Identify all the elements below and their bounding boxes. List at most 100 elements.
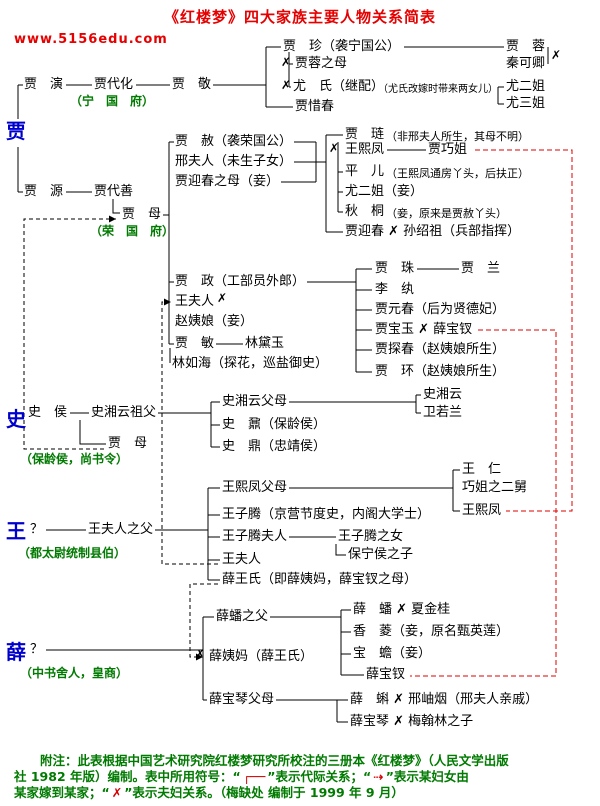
person-wang-xifeng-jia: 王熙凤 — [345, 142, 385, 157]
arrowhead-icon — [164, 298, 171, 306]
footnote: 附注：此表根据中国艺术研究院红楼梦研究所校注的三册本《红楼梦》（人民文学出版 社… — [14, 753, 592, 801]
person-wang-xifeng-wang: 王熙凤 — [462, 503, 502, 518]
mark-lian-xifeng: ✗ — [329, 141, 340, 155]
person-shi-ding: 史 鼎（忠靖侯） — [222, 439, 327, 454]
person-jia-yuanchun: 贾元春（后为贤德妃） — [375, 302, 506, 317]
footnote-text: ”表示代际关系；“ — [267, 769, 372, 784]
mark-rong-keqing: ✗ — [551, 48, 562, 62]
person-wang-xifeng-parents: 王熙凤父母 — [222, 480, 288, 495]
person-jia-qiaojie: 贾巧姐 — [428, 142, 468, 157]
page-title: 《红楼梦》四大家族主要人物关系简表 — [163, 8, 436, 26]
same-person-link-line — [475, 149, 573, 512]
person-jia-rong: 贾 蓉 — [506, 39, 546, 54]
generation-line — [79, 420, 106, 445]
person-wang-furen-jia: 王夫人 — [175, 294, 215, 309]
person-shi-xiangyun-fumu: 史湘云父母 — [222, 394, 288, 409]
person-xue-ancestor: ？ — [30, 642, 44, 657]
generation-line — [112, 199, 120, 214]
person-shi-xiangyun-zufu: 史湘云祖父 — [91, 405, 157, 420]
person-wang-ziteng: 王子腾（京营节度史，内阁大学士） — [222, 507, 431, 522]
person-jia-lian: 贾 琏 — [345, 127, 385, 142]
person-jia-daihua: 贾代化 — [94, 77, 134, 92]
same-person-link-line — [410, 329, 557, 677]
person-you-shi: 尤 氏（继配） — [293, 79, 385, 94]
person-ping-er: 平 儿 — [345, 164, 385, 179]
mark-xuepanfu-yima: ✗ — [195, 647, 206, 661]
mark-zhen-rongmu: ✗ — [281, 55, 292, 69]
person-jia-she: 贾 赦（袭荣国公） — [175, 134, 293, 149]
marriage-arrow-symbol: ⇢ — [373, 769, 384, 784]
mark-zheng-wangfuren: ✗ — [217, 291, 228, 305]
person-xue-wang-shi: 薛王氏（即薛姨妈，薛宝钗之母） — [222, 572, 418, 587]
person-jia-xichun: 贾惜春 — [295, 99, 335, 114]
generation-line — [335, 544, 346, 556]
site-watermark: www.5156edu.com — [14, 32, 168, 47]
person-jia-min: 贾 敏 — [175, 336, 215, 351]
person-jia-mu-shi: 贾 母 — [108, 436, 148, 451]
person-jia-lian-note: （非邢夫人所生，其母不明） — [386, 130, 529, 143]
person-jia-daishan: 贾代善 — [94, 184, 134, 199]
couple-cross-symbol: ✗ — [111, 785, 123, 800]
person-qiu-tong-note: （妾，原来是贾赦丫头） — [386, 207, 507, 220]
person-wei-ruolan: 卫若兰 — [423, 405, 463, 420]
person-wang-ziteng-furen: 王子腾夫人 — [222, 529, 288, 544]
footnote-text: ”表示夫妇关系。（梅缺处 编制于 1999 年 9 月） — [124, 785, 404, 800]
person-jia-zhen: 贾 珍（袭宁国公） — [283, 39, 401, 54]
person-jia-zhu: 贾 珠 — [375, 261, 415, 276]
person-bao-chan: 宝 蟾（妾） — [353, 646, 432, 661]
person-jia-baoyu: 贾宝玉 ✗ 薛宝钗 — [375, 322, 473, 337]
footnote-line2: 社 1982 年版）编制。表中所用符号：“┌──”表示代际关系；“⇢”表示某妇女… — [14, 769, 592, 785]
person-xue-baoqin: 薛宝琴 ✗ 梅翰林之子 — [350, 714, 474, 729]
person-wang-furen-wang: 王夫人 — [222, 552, 262, 567]
person-shi-nai: 史 鼐（保龄侯） — [222, 417, 327, 432]
person-ping-er-note: （王熙凤通房丫头，后扶正） — [386, 167, 529, 180]
person-xue-pan-father: 薛蟠之父 — [216, 609, 269, 624]
footnote-text: 附注：此表根据中国艺术研究院红楼梦研究所校注的三册本《红楼梦》（人民文学出版 — [40, 753, 509, 768]
person-wang-ziteng-daughter: 王子腾之女 — [338, 529, 404, 544]
person-jia-lan: 贾 兰 — [461, 261, 501, 276]
person-shi-hou-note: （保龄侯，尚书令） — [20, 452, 129, 466]
footnote-text: 某家嫁到某家；“ — [14, 785, 110, 800]
arrowhead-icon — [196, 653, 203, 661]
person-qiu-tong: 秋 桐 — [345, 204, 385, 219]
person-ningguofu-label: （宁 国 府） — [70, 94, 155, 108]
person-xue-yima: 薛姨妈（薛王氏） — [209, 649, 314, 664]
person-lin-daiyu: 林黛玉 — [245, 336, 285, 351]
person-lin-ruhai: 林如海（探花，巡盐御史） — [172, 356, 329, 371]
person-you-erjie-ning: 尤二姐 — [506, 79, 546, 94]
person-jia-yuan: 贾 源 — [24, 184, 64, 199]
person-jia-jing: 贾 敬 — [172, 77, 212, 92]
person-jia-yingchun: 贾迎春 ✗ 孙绍祖（兵部指挥） — [345, 224, 521, 239]
generation-line-symbol: ┌── — [242, 769, 266, 784]
person-wang-ancestor-note: （都太尉统制县伯） — [18, 546, 127, 560]
person-family-label-jia: 贾 — [6, 119, 26, 143]
footnote-line3: 某家嫁到某家；“✗”表示夫妇关系。（梅缺处 编制于 1999 年 9 月） — [14, 785, 592, 801]
person-zhao-yiniang: 赵姨娘（妾） — [175, 314, 254, 329]
person-jia-mu: 贾 母 — [122, 207, 162, 222]
person-rongguofu-label: （荣 国 府） — [90, 224, 175, 238]
person-family-label-wang: 王 — [6, 519, 26, 543]
person-xue-baoqin-parents: 薛宝琴父母 — [209, 692, 275, 707]
person-wang-furen-father: 王夫人之父 — [88, 522, 154, 537]
person-xue-ancestor-note: （中书舍人，皇商） — [20, 666, 129, 680]
person-jia-rong-mother: 贾蓉之母 — [295, 56, 348, 71]
person-family-label-shi: 史 — [6, 407, 26, 431]
person-baoning-hou-son: 保宁侯之子 — [348, 547, 414, 562]
person-xue-baochai: 薛宝钗 — [366, 667, 406, 682]
person-shi-xiangyun: 史湘云 — [423, 387, 463, 402]
person-qiaojie-uncle: 巧姐之二舅 — [462, 480, 528, 495]
person-xue-ke: 薛 蝌 ✗ 邢岫烟（邢夫人亲戚） — [350, 692, 539, 707]
footnote-text: 社 1982 年版）编制。表中所用符号：“ — [14, 769, 241, 784]
person-wang-ren: 王 仁 — [462, 462, 502, 477]
person-wang-ancestor: ？ — [30, 522, 44, 537]
person-jia-yingchun-mother: 贾迎春之母（妾） — [175, 174, 280, 189]
arrowhead-icon — [109, 215, 116, 223]
person-you-shi-note: （尤氏改嫁时带来两女儿） — [378, 84, 498, 95]
person-li-wan: 李 纨 — [375, 282, 415, 297]
mark-zhen-youshi: ✗ — [281, 78, 292, 92]
person-shi-hou: 史 侯 — [28, 405, 68, 420]
person-xiang-ling: 香 菱（妾，原名甄英莲） — [353, 624, 510, 639]
person-qin-keqing: 秦可卿 — [506, 56, 546, 71]
person-jia-zheng: 贾 政（工部员外郎） — [175, 274, 306, 289]
